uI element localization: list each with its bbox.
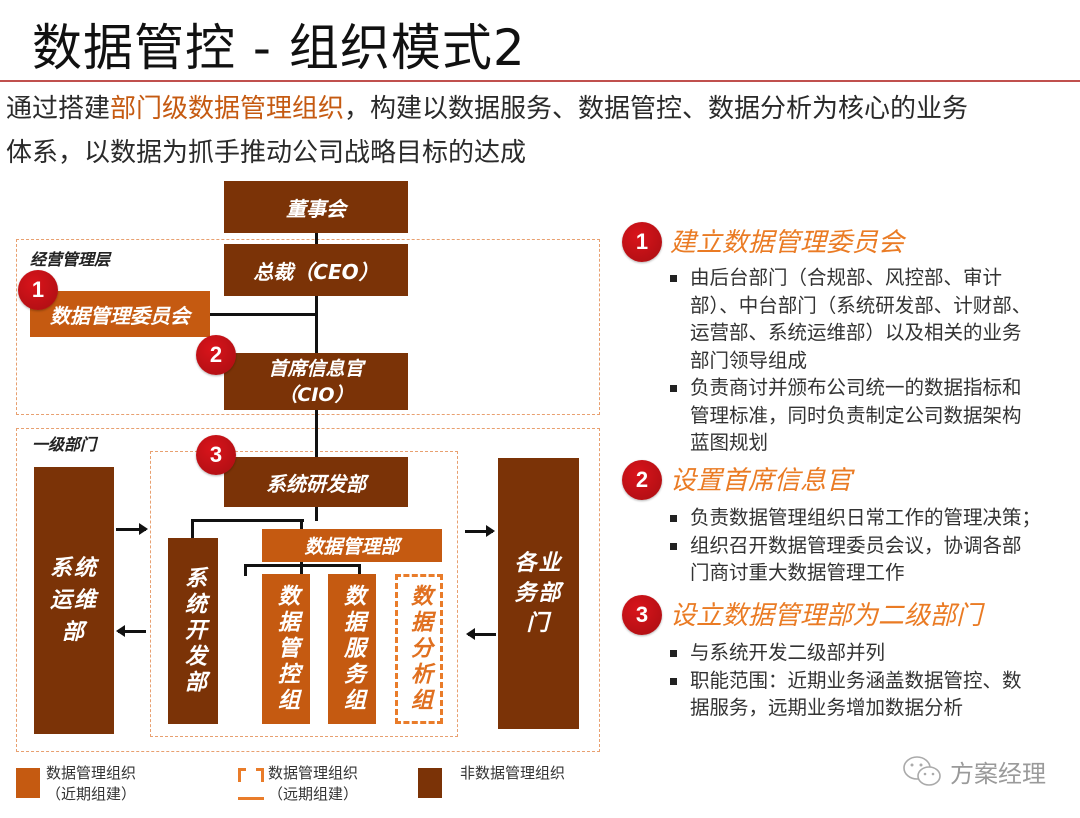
connector-spine-top [315,232,318,462]
section-1-bullet-1: 由后台部门（合规部、风控部、审计 部）、中台部门（系统研发部、计财部、 运营部、… [668,264,1080,374]
bullet-line: 蓝图规划 [690,431,769,454]
section-2-badge: 2 [622,460,662,500]
legend-non-line1: 非数据管理组织 [460,764,566,782]
connector-dm-down [300,562,303,574]
dm-dept-node: 数据管理部 [262,529,442,562]
section-3-bullet-2: 职能范围：近期业务涵盖数据管控、数 据服务，远期业务增加数据分析 [668,667,1080,722]
connector-to-dev [191,519,194,539]
rnd-label: 系统研发部 [266,471,366,496]
section-2-bullets: 负责数据管理组织日常工作的管理决策； 组织召开数据管理委员会议，协调各部 门商讨… [668,504,1080,587]
bullet-line: 部）、中台部门（系统研发部、计财部、 [690,293,1032,317]
cio-label-2: （CIO） [278,383,354,406]
legend-near-line2: （近期组建） [46,785,137,803]
dm-dept-label: 数据管理部 [304,536,400,558]
section-1-badge: 1 [622,222,662,262]
cio-node: 首席信息官 （CIO） [224,353,408,410]
section-3-badge: 3 [622,595,662,635]
page-title: 数据管控 - 组织模式2 [32,19,526,77]
dm-control-label: 数据管控组 [274,584,299,714]
cio-label-1: 首席信息官 [268,357,364,380]
arrow-rnd-to-biz [465,525,495,537]
legend-far-line2: （远期组建） [268,785,359,803]
watermark-text: 方案经理 [950,760,1046,788]
committee-label: 数据管理委员会 [50,303,190,328]
wechat-icon [903,755,941,786]
legend-swatch-orange [16,768,40,798]
bullet-line: 管理标准，同时负责制定公司数据架构 [690,403,1022,427]
first-level-zone [16,428,600,752]
section-1-title: 建立数据管理委员会 [670,228,905,258]
section-1-bullets: 由后台部门（合规部、风控部、审计 部）、中台部门（系统研发部、计财部、 运营部、… [668,264,1080,457]
ops-label: 系统运维部 [49,555,98,645]
connector-to-dm [300,519,303,529]
section-3-title: 设立数据管理部为二级部门 [670,601,983,631]
legend-far-line1: 数据管理组织 [268,764,359,782]
ops-node: 系统运维部 [34,467,114,734]
dm-analysis-label: 数据分析组 [407,584,432,714]
bullet-line: 运营部、系统运维部）以及相关的业务 [690,321,1022,344]
intro-prefix: 通过搭建 [6,94,111,124]
management-zone [16,239,600,415]
connector-rnd-down [315,507,318,521]
bullet-line: 职能范围：近期业务涵盖数据管控、数 [690,668,1022,692]
dm-service-label: 数据服务组 [340,584,365,714]
section-3-bullets: 与系统开发二级部并列 职能范围：近期业务涵盖数据管控、数 据服务，远期业务增加数… [668,639,1080,722]
badge-1: 1 [18,270,58,310]
dev-label: 系统开发部 [181,566,206,696]
bullet-line: 据服务，远期业务增加数据分析 [690,696,964,719]
rnd-node: 系统研发部 [224,457,408,507]
ceo-label: 总裁（CEO） [253,259,379,284]
arrow-ops-to-rnd [116,523,148,535]
intro-suffix: ，构建以数据服务、数据管控、数据分析为核心的业务 [344,94,969,124]
connector-rnd-branch-ext [194,519,303,522]
legend-item-near: 数据管理组织 （近期组建） [46,763,136,805]
section-2-bullet-2: 组织召开数据管理委员会议，协调各部 门商讨重大数据管理工作 [668,532,1080,587]
first-level-zone-label: 一级部门 [32,435,97,454]
bullet-line: 组织召开数据管理委员会议，协调各部 [690,533,1022,557]
arrow-biz-to-rnd [466,628,496,640]
dm-control-node: 数据管控组 [262,574,310,724]
section-2-title: 设置首席信息官 [670,466,853,496]
legend-swatch-dark [418,768,442,798]
dev-node: 系统开发部 [168,538,218,724]
arrow-rnd-to-ops [116,625,146,637]
bullet-line: 门商讨重大数据管理工作 [690,561,905,584]
badge-2: 2 [196,335,236,375]
legend-item-far: 数据管理组织 （远期组建） [268,763,358,805]
rnd-zone [150,451,458,737]
biz-node: 各业务部门 [498,458,579,729]
intro-line-2: 体系，以数据为抓手推动公司战略目标的达成 [6,138,527,168]
connector-committee [208,313,318,316]
dm-service-node: 数据服务组 [328,574,376,724]
section-2-bullet-1: 负责数据管理组织日常工作的管理决策； [668,504,1080,532]
intro-line-1: 通过搭建部门级数据管理组织，构建以数据服务、数据管控、数据分析为核心的业务 [6,92,968,126]
title-divider [0,80,1080,82]
bullet-line: 与系统开发二级部并列 [690,641,886,664]
connector-to-control [244,564,247,576]
bullet-line: 负责数据管理组织日常工作的管理决策； [690,506,1042,529]
bullet-line: 由后台部门（合规部、风控部、审计 [690,266,1003,289]
org-diagram: 经营管理层 一级部门 董事会 总裁（CEO） 数据管理委员会 1 首席信息官 （… [16,181,600,805]
bullet-line: 部门领导组成 [690,348,808,372]
ceo-node: 总裁（CEO） [224,244,408,296]
biz-label: 各业务部门 [514,550,563,636]
connector-to-analysis [358,564,361,576]
badge-3: 3 [196,435,236,475]
section-1-bullet-2: 负责商讨并颁布公司统一的数据指标和 管理标准，同时负责制定公司数据架构 蓝图规划 [668,374,1080,457]
section-3-bullet-1: 与系统开发二级部并列 [668,639,1080,667]
board-node: 董事会 [224,181,408,233]
legend-item-non: 非数据管理组织 [460,763,565,784]
bullet-line: 负责商讨并颁布公司统一的数据指标和 [690,376,1022,399]
board-label: 董事会 [286,196,346,221]
legend-near-line1: 数据管理组织 [46,764,137,782]
intro-highlight: 部门级数据管理组织 [110,94,345,124]
legend-swatch-dashed [238,768,264,800]
watermark: 方案经理 [902,754,1046,789]
committee-node: 数据管理委员会 [30,291,210,337]
dm-analysis-node: 数据分析组 [395,574,443,724]
management-zone-label: 经营管理层 [30,250,111,269]
connector-dm-branch [244,564,361,567]
